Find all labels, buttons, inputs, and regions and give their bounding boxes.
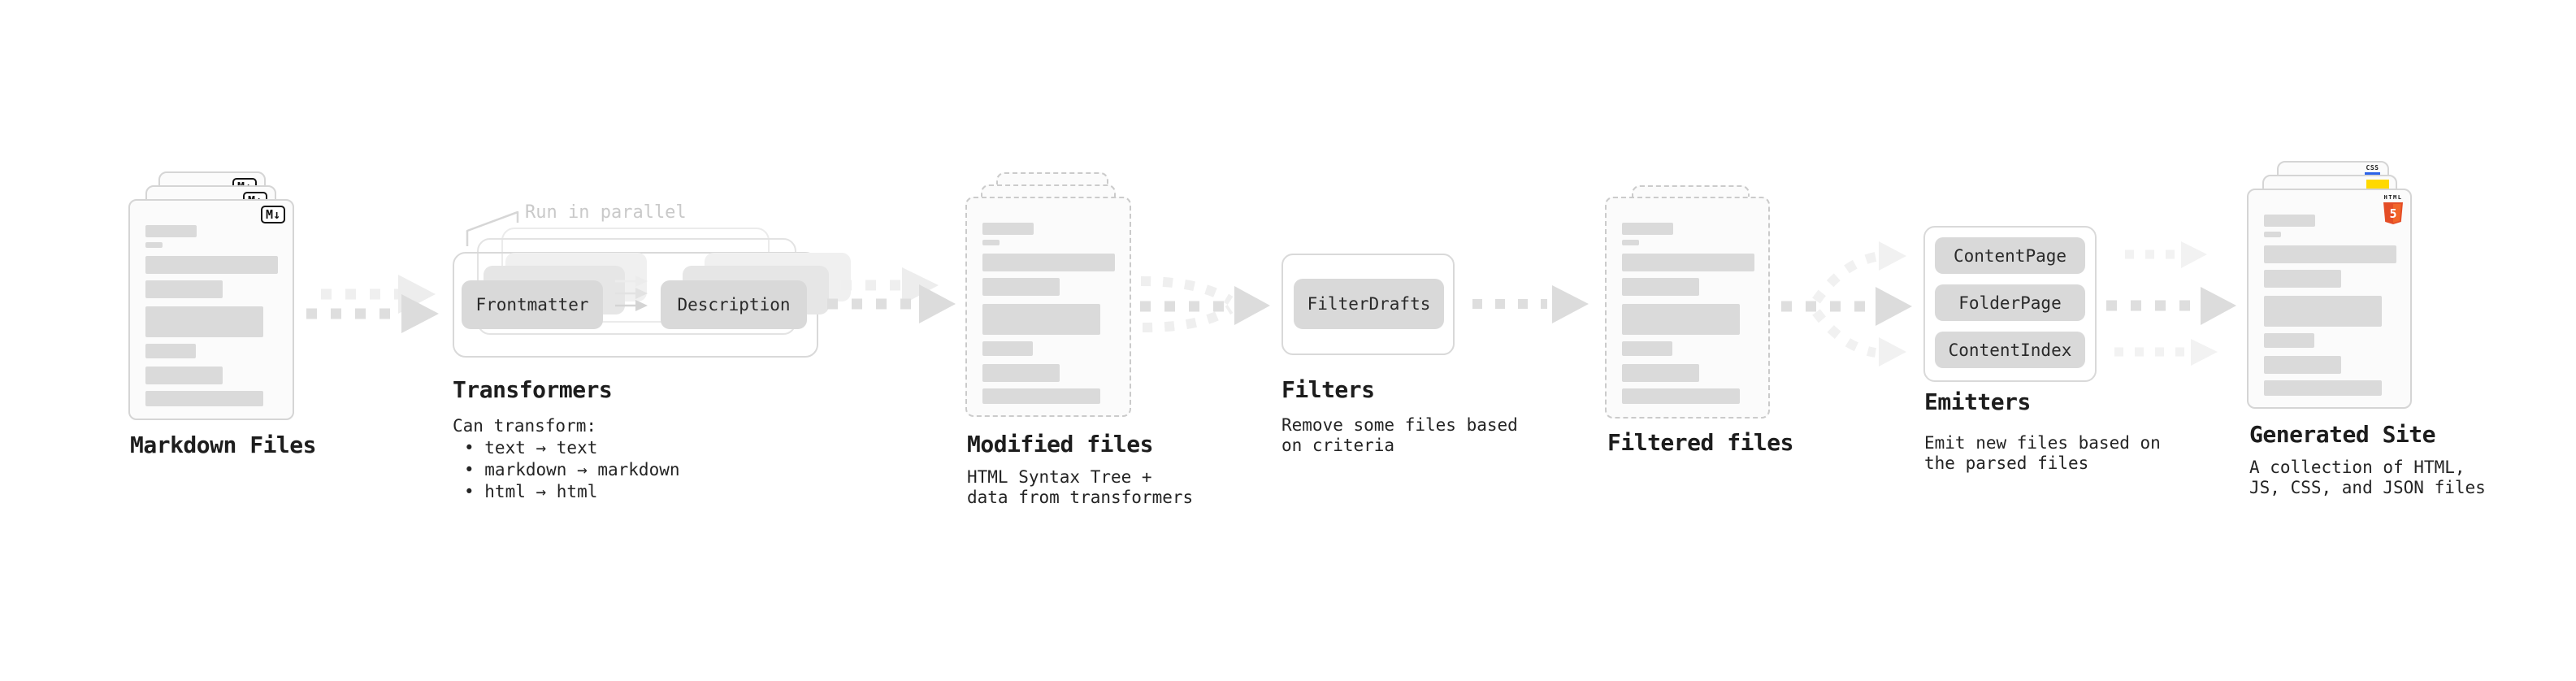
flow-arrow-markdown-to-transformers xyxy=(306,275,439,333)
file-card-html: HTML 5 xyxy=(2247,189,2412,409)
filter-chip-filterdrafts: FilterDrafts xyxy=(1294,279,1444,329)
text-line-placeholder xyxy=(982,278,1060,296)
flow-arrow-filters-to-filtered xyxy=(1472,285,1589,323)
file-card-dashed xyxy=(965,197,1131,417)
desc-line: the parsed files xyxy=(1924,453,2089,473)
text-line-placeholder xyxy=(1622,223,1673,235)
text-line-placeholder xyxy=(1622,240,1639,245)
text-line-placeholder xyxy=(145,280,223,298)
stage-title-transformers: Transformers xyxy=(453,376,613,403)
stage-title-generated-site: Generated Site xyxy=(2249,421,2436,448)
text-line-placeholder xyxy=(145,242,163,248)
emitter-chip-contentpage: ContentPage xyxy=(1935,237,2085,274)
text-line-placeholder xyxy=(982,240,1000,245)
text-line-placeholder xyxy=(2264,245,2396,263)
stage-title-modified-files: Modified files xyxy=(967,431,1154,458)
transformer-chip-description: Description xyxy=(661,280,807,329)
file-card-dashed xyxy=(1605,197,1770,419)
html5-shield: 5 xyxy=(2383,202,2403,224)
run-in-parallel-label: Run in parallel xyxy=(525,202,687,223)
transformer-chip-frontmatter: Frontmatter xyxy=(462,280,603,329)
desc-line: HTML Syntax Tree + xyxy=(967,467,1152,487)
svg-text:5: 5 xyxy=(2389,206,2396,221)
emitters-panel xyxy=(1923,226,2097,382)
css-label: CSS xyxy=(2366,164,2379,171)
stage-title-filters: Filters xyxy=(1281,376,1375,403)
text-line-placeholder xyxy=(982,304,1100,335)
css-blue-bar xyxy=(2365,172,2380,176)
desc-line: Can transform: xyxy=(453,416,597,436)
text-line-placeholder xyxy=(145,344,196,358)
filters-panel xyxy=(1281,254,1455,355)
text-line-placeholder xyxy=(1622,254,1754,271)
flow-arrow-emitters-to-generated xyxy=(2106,241,2236,366)
text-line-placeholder xyxy=(2264,215,2315,227)
text-line-placeholder xyxy=(145,256,278,274)
desc-bullet: • markdown → markdown xyxy=(464,460,680,479)
markdown-icon: M↓ xyxy=(260,206,285,223)
stage-desc-modified-files: HTML Syntax Tree + data from transformer… xyxy=(967,467,1193,508)
text-line-placeholder xyxy=(145,367,223,384)
text-line-placeholder xyxy=(1622,364,1699,382)
text-line-placeholder xyxy=(145,391,263,406)
stage-title-emitters: Emitters xyxy=(1924,388,2031,415)
stage-title-markdown-files: Markdown Files xyxy=(130,432,317,458)
text-line-placeholder xyxy=(145,225,197,237)
html5-label: HTML xyxy=(2383,194,2403,201)
text-line-placeholder xyxy=(982,254,1115,271)
text-line-placeholder xyxy=(2264,380,2382,396)
stage-desc-filters: Remove some files based on criteria xyxy=(1281,415,1518,456)
stage-desc-transformers: Can transform: • text → text • markdown … xyxy=(453,415,680,503)
emitter-chip-contentindex: ContentIndex xyxy=(1935,332,2085,368)
text-line-placeholder xyxy=(982,364,1060,382)
desc-bullet: • text → text xyxy=(464,438,598,458)
text-line-placeholder xyxy=(982,223,1034,235)
desc-line: A collection of HTML, xyxy=(2249,458,2465,477)
desc-bullet: • html → html xyxy=(464,482,598,501)
emitter-chip-folderpage: FolderPage xyxy=(1935,284,2085,321)
text-line-placeholder xyxy=(2264,333,2314,348)
flow-arrow-modified-to-filters-merge xyxy=(1140,276,1270,332)
text-line-placeholder xyxy=(2264,296,2382,327)
css-file-icon: CSS xyxy=(2365,165,2380,176)
desc-line: data from transformers xyxy=(967,488,1194,507)
stage-title-filtered-files: Filtered files xyxy=(1607,429,1794,456)
text-line-placeholder xyxy=(2264,356,2341,374)
text-line-placeholder xyxy=(982,388,1100,404)
text-line-placeholder xyxy=(2264,232,2281,237)
text-line-placeholder xyxy=(1622,278,1699,296)
text-line-placeholder xyxy=(1622,341,1672,356)
file-card: M↓ xyxy=(128,199,294,420)
html5-icon: HTML 5 xyxy=(2383,194,2404,225)
desc-line: JS, CSS, and JSON files xyxy=(2249,478,2486,497)
stage-desc-emitters: Emit new files based on the parsed files xyxy=(1924,433,2161,474)
js-file-icon xyxy=(2366,180,2389,189)
desc-line: Emit new files based on xyxy=(1924,433,2161,453)
desc-line: on criteria xyxy=(1281,436,1395,455)
text-line-placeholder xyxy=(2264,270,2341,288)
stage-desc-generated-site: A collection of HTML, JS, CSS, and JSON … xyxy=(2249,458,2486,498)
text-line-placeholder xyxy=(1622,304,1740,335)
desc-line: Remove some files based xyxy=(1281,415,1518,435)
flow-arrow-filtered-to-emitters-diverge xyxy=(1781,241,1912,367)
text-line-placeholder xyxy=(145,306,263,337)
text-line-placeholder xyxy=(1622,388,1740,404)
text-line-placeholder xyxy=(982,341,1033,356)
